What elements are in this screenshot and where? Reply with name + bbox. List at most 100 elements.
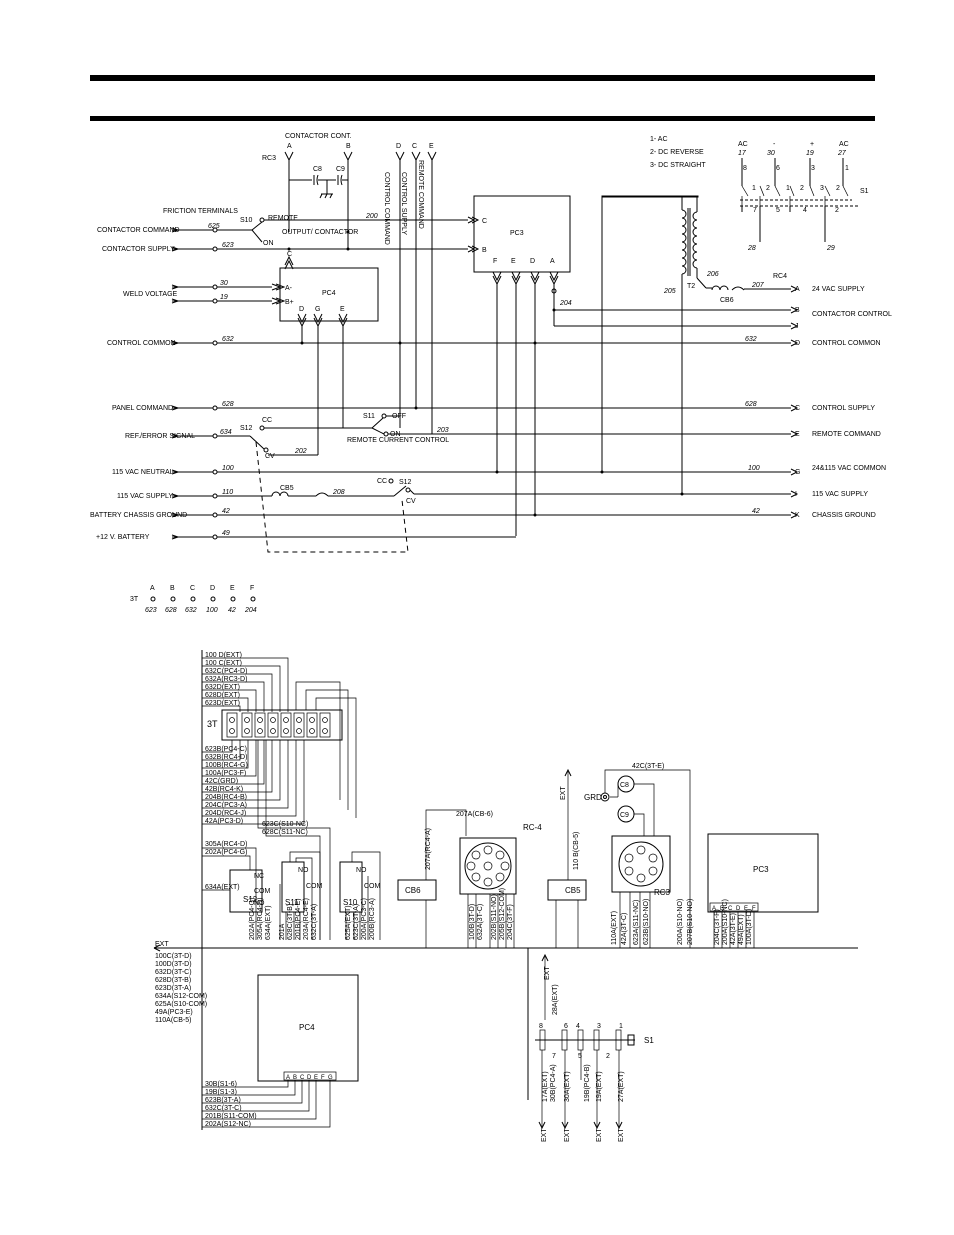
pc4-pin-strip: A B C D E F G	[283, 1071, 337, 1081]
svg-text:D: D	[299, 306, 304, 313]
wire-17-label: 17	[738, 150, 747, 157]
svg-text:B: B	[482, 247, 487, 254]
svg-text:5: 5	[776, 207, 780, 214]
svg-text:19B(PC4-B): 19B(PC4-B)	[584, 1064, 591, 1102]
svg-text:A: A	[795, 286, 800, 293]
svg-text:4: 4	[803, 207, 807, 214]
svg-text:C: C	[728, 906, 733, 912]
ts-wire-100: 100	[206, 607, 218, 614]
svg-text:A: A	[712, 906, 716, 912]
svg-text:C: C	[795, 405, 800, 412]
wire-30-top: 30	[767, 150, 775, 157]
svg-text:K: K	[795, 512, 800, 519]
wire-28-label: 28	[747, 245, 756, 252]
svg-text:100 C(EXT): 100 C(EXT)	[205, 660, 242, 667]
top-c-label: C	[412, 143, 417, 150]
s11-switch-box	[281, 861, 305, 913]
bundle-wire-list: 100C(3T-D) 100D(3T-D) 632D(3T-C) 628D(3T…	[155, 953, 207, 1024]
svg-text:634A(EXT): 634A(EXT)	[265, 905, 272, 940]
s12b-label: S12	[399, 479, 412, 486]
rc4-top-label: 207A(CB-6)	[456, 811, 493, 818]
s11-label: S11	[363, 413, 375, 420]
schematic-diagram: CONTACTOR CONT. A B RC3 C8 C9 D C E CONT…	[90, 133, 892, 614]
svg-text:634A(S12-COM): 634A(S12-COM)	[155, 993, 207, 1000]
svg-text:27A(EXT): 27A(EXT)	[618, 1071, 625, 1102]
switch-wire-labels: 202A(PC4-G) 305A(RC4-D) 634A(EXT) 201A 6…	[249, 898, 376, 940]
svg-text:200A(PC3-C): 200A(PC3-C)	[361, 898, 368, 940]
svg-text:42A(3T-C): 42A(3T-C)	[621, 913, 628, 945]
svg-text:F: F	[752, 906, 756, 912]
s12-left-label: 634A(EXT)	[205, 884, 240, 891]
wire-19-top: 19	[806, 150, 814, 157]
svg-text:623D(3T-A): 623D(3T-A)	[155, 985, 191, 992]
wire-202-label: 202	[294, 448, 307, 455]
svg-text:49A(EXT): 49A(EXT)	[738, 914, 745, 945]
svg-text:2: 2	[606, 1053, 610, 1060]
s1-plus-label: +	[810, 141, 814, 148]
c9-cap-label: C9	[620, 812, 629, 819]
ext-trunk-label: EXT	[155, 941, 169, 948]
cb6-label: CB6	[720, 297, 734, 304]
svg-text:C: C	[482, 218, 487, 225]
svg-text:COM: COM	[364, 883, 381, 890]
pc4-wiring-label: PC4	[299, 1023, 315, 1032]
svg-text:200B(RC3-A): 200B(RC3-A)	[369, 898, 376, 940]
svg-text:632C(3T-A): 632C(3T-A)	[311, 904, 318, 940]
pc4-a-minus: A-	[285, 285, 293, 292]
s1-bottom-wire-labels: 17A(EXT) 30B(PC4-A) 30A(EXT) 19B(PC4-B) …	[542, 1064, 625, 1102]
wire-204-label: 204	[559, 300, 572, 307]
pc3-label: PC3	[510, 230, 524, 237]
svg-text:EXT: EXT	[618, 1128, 625, 1142]
svg-text:F: F	[321, 1075, 325, 1081]
s12-box-label: S12	[243, 895, 258, 904]
svg-text:G: G	[795, 469, 800, 476]
svg-text:C: C	[287, 251, 292, 258]
svg-text:204D(RC4-J): 204D(RC4-J)	[205, 810, 246, 817]
svg-text:19B(S1-3): 19B(S1-3)	[205, 1089, 237, 1096]
svg-text:632D(EXT): 632D(EXT)	[205, 684, 240, 691]
legend-dc-reverse: 2- DC REVERSE	[650, 149, 704, 156]
control-common-label: CONTROL COMMON	[107, 340, 176, 347]
svg-text:202A(PC4-G): 202A(PC4-G)	[249, 898, 256, 940]
rc3-label: RC3	[262, 155, 276, 162]
svg-text:4: 4	[576, 1023, 580, 1030]
ref-error-signal-label: REF./ERROR SIGNAL	[125, 433, 195, 440]
pc3-wiring-box	[707, 833, 819, 913]
ts-wire-42: 42	[228, 607, 236, 614]
s12-cv-label: CV	[265, 453, 275, 460]
svg-text:110A(EXT): 110A(EXT)	[611, 911, 618, 945]
rc3-pin-b-label: B	[346, 143, 351, 150]
svg-text:42A(3T-E): 42A(3T-E)	[730, 913, 737, 945]
rc4-a-label: 24 VAC SUPPLY	[812, 286, 865, 293]
wire-628-label: 628	[222, 401, 234, 408]
svg-text:G: G	[315, 306, 320, 313]
wire-623-label: 623	[222, 242, 234, 249]
ts-wire-623: 623	[145, 607, 157, 614]
svg-text:202B(S11-NO): 202B(S11-NO)	[491, 894, 498, 940]
legend-ac: 1- AC	[650, 136, 668, 143]
cb5-breaker	[547, 879, 587, 901]
svg-text:200A(S10-NO): 200A(S10-NO)	[677, 899, 684, 945]
c8-label: C8	[313, 166, 322, 173]
output-contactor-label: OUTPUT/ CONTACTOR	[282, 229, 358, 236]
svg-text:6: 6	[776, 165, 780, 172]
pc4-wiring-box	[257, 974, 359, 1082]
svg-text:30A(EXT): 30A(EXT)	[564, 1071, 571, 1102]
rc3-pin-a-label: A	[287, 143, 292, 150]
s12b-cc-label: CC	[377, 478, 387, 485]
svg-text:D: D	[530, 258, 535, 265]
contactor-cont-label: CONTACTOR CONT.	[285, 133, 352, 140]
svg-text:NO: NO	[356, 867, 367, 874]
cb5-label: CB5	[280, 485, 294, 492]
svg-text:19A(EXT): 19A(EXT)	[596, 1071, 603, 1102]
s12-cc-label: CC	[262, 417, 272, 424]
svg-text:E: E	[744, 906, 748, 912]
ts-letter-b: B	[170, 585, 175, 592]
ts-letter-d: D	[210, 585, 215, 592]
svg-text:100B(3T-D): 100B(3T-D)	[469, 904, 476, 940]
svg-text:30B(S1-6): 30B(S1-6)	[205, 1081, 237, 1088]
s1-wafer-switch: 8 6 4 3 1 7 5 2	[535, 1023, 635, 1060]
contactor-supply-label: CONTACTOR SUPPLY	[102, 246, 175, 253]
wire-29-label: 29	[826, 245, 835, 252]
s10-label: S10	[240, 217, 253, 224]
